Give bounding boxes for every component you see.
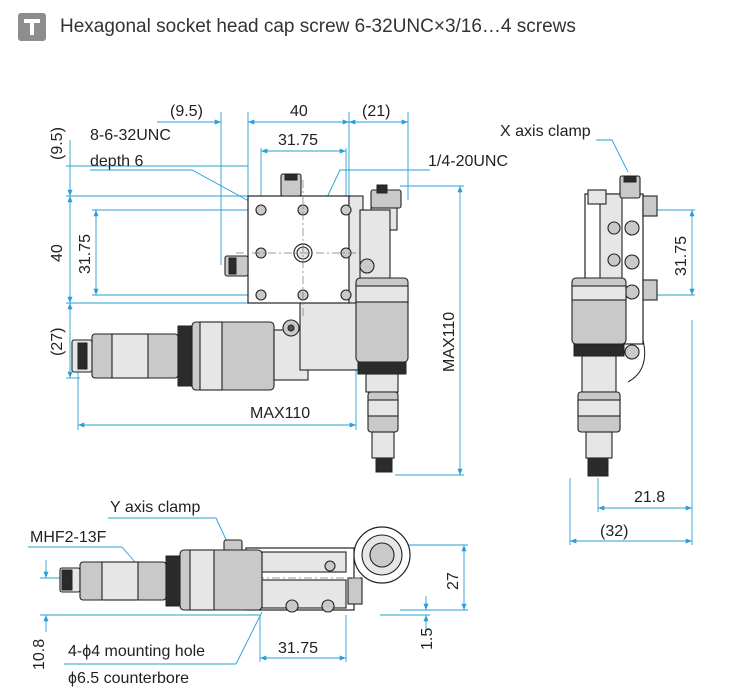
- dim-max-width: MAX110: [250, 405, 310, 422]
- front-dim-axis-height: 10.8: [31, 639, 48, 670]
- header-title: Hexagonal socket head cap screw 6-32UNC×…: [60, 16, 576, 37]
- dim-bottom-offset: (27): [49, 328, 66, 356]
- depth-label: depth 6: [90, 153, 143, 170]
- dim-width: 40: [290, 103, 308, 120]
- front-dim-hole-pitch: 31.75: [278, 640, 318, 657]
- screw-icon: [18, 13, 46, 41]
- dim-top-offset: (9.5): [49, 127, 66, 160]
- counterbore-label: ϕ6.5 counterbore: [68, 670, 189, 687]
- side-view: X axis clamp 31.75 21.8 (32): [500, 123, 695, 545]
- dim-hole-pitch: 31.75: [278, 132, 318, 149]
- front-view: Y axis clamp MHF2-13F 27 1.5 10.8 31.75 …: [28, 499, 468, 687]
- dim-hole-pitch-v: 31.75: [77, 234, 94, 274]
- dim-left-offset: (9.5): [170, 103, 203, 120]
- center-thread-label: 1/4-20UNC: [428, 153, 508, 170]
- front-dim-base: 1.5: [419, 628, 436, 650]
- dim-height: 40: [49, 244, 66, 262]
- front-dim-height: 27: [445, 572, 462, 590]
- dim-max-height: MAX110: [441, 312, 458, 372]
- dim-right-offset: (21): [362, 103, 390, 120]
- x-axis-clamp-label: X axis clamp: [500, 123, 591, 140]
- top-view: (9.5) 40 (21) 31.75 8-6-32UNC depth 6 1/…: [49, 103, 508, 476]
- side-dim-offset: 21.8: [634, 489, 665, 506]
- mounting-hole-label: 4-ϕ4 mounting hole: [68, 643, 205, 660]
- micrometer-label: MHF2-13F: [30, 529, 107, 546]
- y-axis-clamp-label: Y axis clamp: [110, 499, 201, 516]
- side-dim-hole-pitch: 31.75: [673, 236, 690, 276]
- thread-label: 8-6-32UNC: [90, 127, 171, 144]
- side-dim-total: (32): [600, 523, 628, 540]
- header: Hexagonal socket head cap screw 6-32UNC×…: [18, 12, 576, 42]
